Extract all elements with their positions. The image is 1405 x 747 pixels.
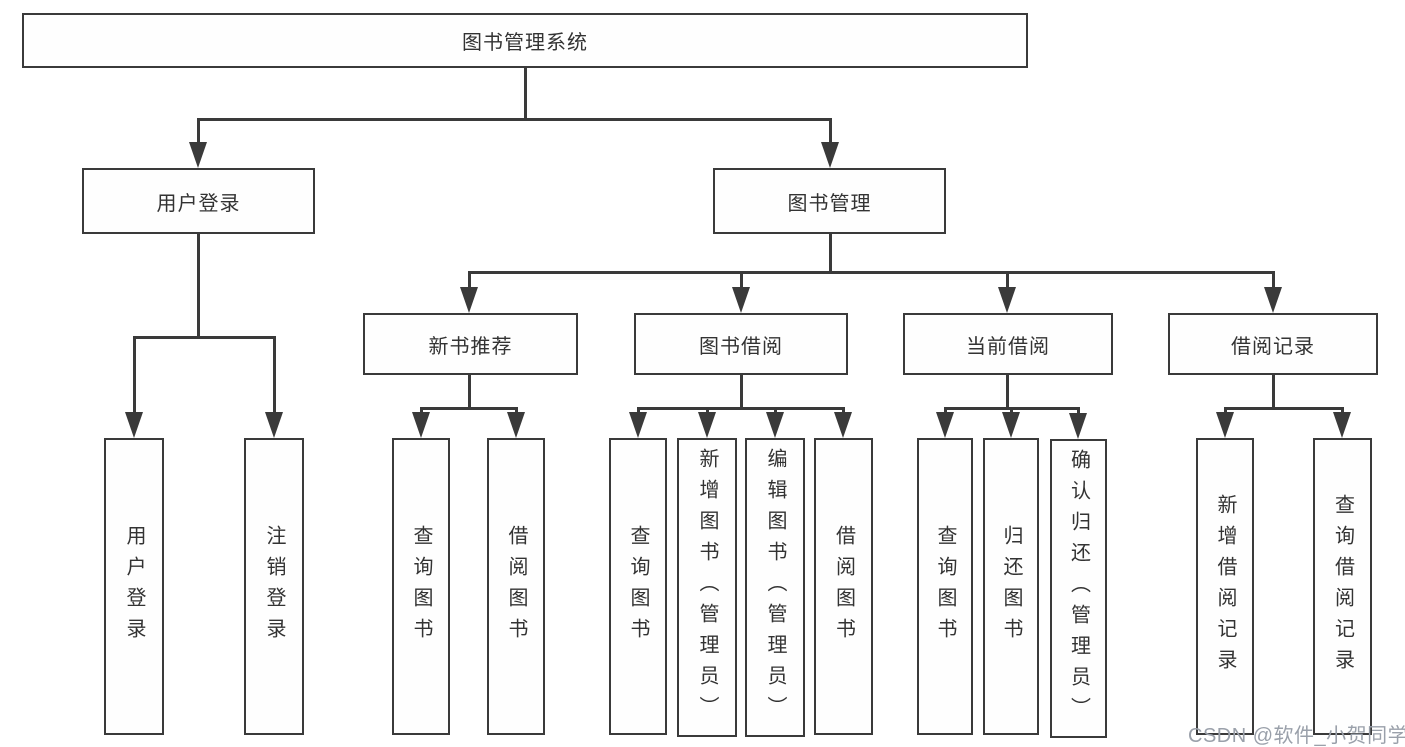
leaf-borrow-books-borrowing: 借阅图书 — [814, 438, 873, 735]
node-library-management-system: 图书管理系统 — [22, 13, 1028, 68]
node-new-book-recommendation: 新书推荐 — [363, 313, 578, 375]
leaf-logout: 注销登录 — [244, 438, 304, 735]
connector — [1224, 407, 1344, 410]
arrowhead — [936, 412, 954, 438]
connector — [1010, 407, 1013, 415]
connector — [515, 407, 518, 415]
connector — [1272, 375, 1275, 410]
arrowhead — [189, 142, 207, 168]
csdn-watermark: CSDN @软件_小贺同学 — [1188, 725, 1405, 747]
connector — [1224, 407, 1227, 415]
arrowhead — [998, 287, 1016, 313]
connector — [197, 234, 200, 339]
connector — [706, 407, 709, 415]
leaf-user-login: 用户登录 — [104, 438, 164, 735]
arrowhead — [766, 412, 784, 438]
connector — [829, 233, 832, 274]
leaf-borrow-books-recommend: 借阅图书 — [487, 438, 545, 735]
leaf-query-books-recommend: 查询图书 — [392, 438, 450, 735]
arrowhead — [1002, 412, 1020, 438]
arrowhead — [1069, 413, 1087, 439]
arrowhead — [821, 142, 839, 168]
connector — [1006, 375, 1009, 410]
connector — [524, 68, 527, 121]
connector — [420, 407, 423, 415]
arrowhead — [1333, 412, 1351, 438]
leaf-return-books: 归还图书 — [983, 438, 1039, 735]
arrowhead — [1264, 287, 1282, 313]
node-user-login: 用户登录 — [82, 168, 315, 234]
connector — [637, 407, 640, 415]
connector — [1272, 271, 1275, 290]
connector — [740, 271, 743, 290]
connector — [1077, 407, 1080, 415]
connector — [468, 271, 471, 290]
leaf-add-books-admin: 新增图书（管理员） — [677, 438, 737, 737]
leaf-query-books-current: 查询图书 — [917, 438, 973, 735]
connector — [133, 336, 276, 339]
leaf-add-borrowing-record: 新增借阅记录 — [1196, 438, 1254, 735]
arrowhead — [629, 412, 647, 438]
connector — [740, 375, 743, 410]
connector — [829, 118, 832, 145]
node-book-management: 图书管理 — [713, 168, 946, 234]
connector — [468, 271, 1275, 274]
arrowhead — [412, 412, 430, 438]
arrowhead — [834, 412, 852, 438]
connector — [468, 375, 471, 410]
leaf-query-books-borrowing: 查询图书 — [609, 438, 667, 735]
arrowhead — [125, 412, 143, 438]
connector — [774, 407, 777, 415]
arrowhead — [265, 412, 283, 438]
leaf-confirm-return-admin: 确认归还（管理员） — [1050, 439, 1107, 738]
leaf-query-borrowing-record: 查询借阅记录 — [1313, 438, 1372, 735]
connector — [420, 407, 518, 410]
connector — [637, 407, 845, 410]
leaf-edit-books-admin: 编辑图书（管理员） — [745, 438, 805, 737]
connector — [197, 118, 832, 121]
connector — [842, 407, 845, 415]
node-book-borrowing: 图书借阅 — [634, 313, 848, 375]
node-borrowing-records: 借阅记录 — [1168, 313, 1378, 375]
arrowhead — [698, 412, 716, 438]
connector — [1341, 407, 1344, 415]
connector — [273, 336, 276, 415]
node-current-borrowing: 当前借阅 — [903, 313, 1113, 375]
arrowhead — [507, 412, 525, 438]
arrowhead — [1216, 412, 1234, 438]
arrowhead — [460, 287, 478, 313]
connector — [197, 118, 200, 145]
connector — [944, 407, 947, 415]
connector — [1006, 271, 1009, 290]
arrowhead — [732, 287, 750, 313]
connector — [133, 336, 136, 415]
